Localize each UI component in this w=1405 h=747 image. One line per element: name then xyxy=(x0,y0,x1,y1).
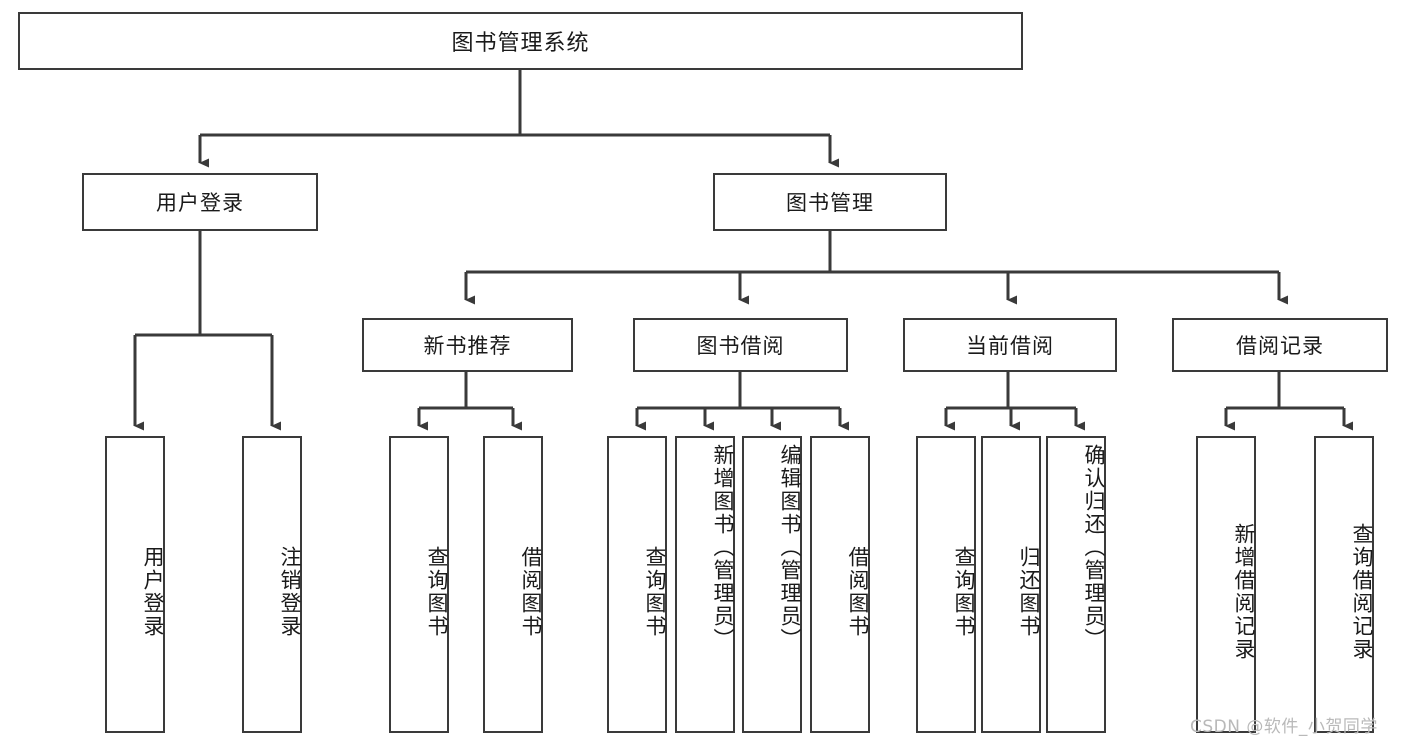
node-user-login[interactable]: 用户登录 xyxy=(82,173,318,231)
leaf-borrow-record-add[interactable]: 新增借阅记录 xyxy=(1196,436,1256,733)
node-current-borrow[interactable]: 当前借阅 xyxy=(903,318,1117,372)
node-label: 新书推荐 xyxy=(423,334,512,358)
node-label: 新增借阅记录 xyxy=(1232,522,1256,661)
leaf-book-borrow-add-admin[interactable]: 新增图书（管理员） xyxy=(675,436,735,733)
leaf-book-borrow-edit-admin[interactable]: 编辑图书（管理员） xyxy=(742,436,802,733)
node-label: 借阅图书 xyxy=(519,545,543,638)
node-label: 用户登录 xyxy=(156,191,244,215)
leaf-new-book-borrow[interactable]: 借阅图书 xyxy=(483,436,543,733)
node-root-library-system[interactable]: 图书管理系统 xyxy=(18,12,1023,70)
node-label: 确认归还（管理员） xyxy=(1082,444,1106,651)
leaf-user-login-logout[interactable]: 注销登录 xyxy=(242,436,302,733)
node-label: 图书管理 xyxy=(786,191,874,215)
leaf-new-book-query[interactable]: 查询图书 xyxy=(389,436,449,733)
leaf-borrow-record-query[interactable]: 查询借阅记录 xyxy=(1314,436,1374,733)
node-label: 查询图书 xyxy=(643,545,667,638)
node-book-borrow[interactable]: 图书借阅 xyxy=(633,318,848,372)
node-borrow-record[interactable]: 借阅记录 xyxy=(1172,318,1388,372)
node-book-manage[interactable]: 图书管理 xyxy=(713,173,947,231)
node-label: 查询图书 xyxy=(952,545,976,638)
leaf-book-borrow-borrow[interactable]: 借阅图书 xyxy=(810,436,870,733)
node-label: 借阅记录 xyxy=(1236,334,1324,358)
node-label: 图书借阅 xyxy=(696,334,785,358)
node-new-book-recommend[interactable]: 新书推荐 xyxy=(362,318,573,372)
node-label: 新增图书（管理员） xyxy=(711,444,735,651)
node-label: 查询图书 xyxy=(425,545,449,638)
node-label: 图书管理系统 xyxy=(451,31,590,56)
node-label: 当前借阅 xyxy=(966,334,1054,358)
node-label: 注销登录 xyxy=(278,545,302,638)
leaf-current-borrow-query[interactable]: 查询图书 xyxy=(916,436,976,733)
csdn-watermark: CSDN @软件_小贺同学 xyxy=(1190,717,1378,737)
node-label: 归还图书 xyxy=(1017,545,1041,638)
leaf-book-borrow-query[interactable]: 查询图书 xyxy=(607,436,667,733)
node-label: 查询借阅记录 xyxy=(1350,522,1374,661)
leaf-current-borrow-return[interactable]: 归还图书 xyxy=(981,436,1041,733)
node-label: 编辑图书（管理员） xyxy=(778,444,802,651)
node-label: 用户登录 xyxy=(141,545,165,638)
node-label: 借阅图书 xyxy=(846,545,870,638)
leaf-user-login-login[interactable]: 用户登录 xyxy=(105,436,165,733)
leaf-current-borrow-confirm-admin[interactable]: 确认归还（管理员） xyxy=(1046,436,1106,733)
